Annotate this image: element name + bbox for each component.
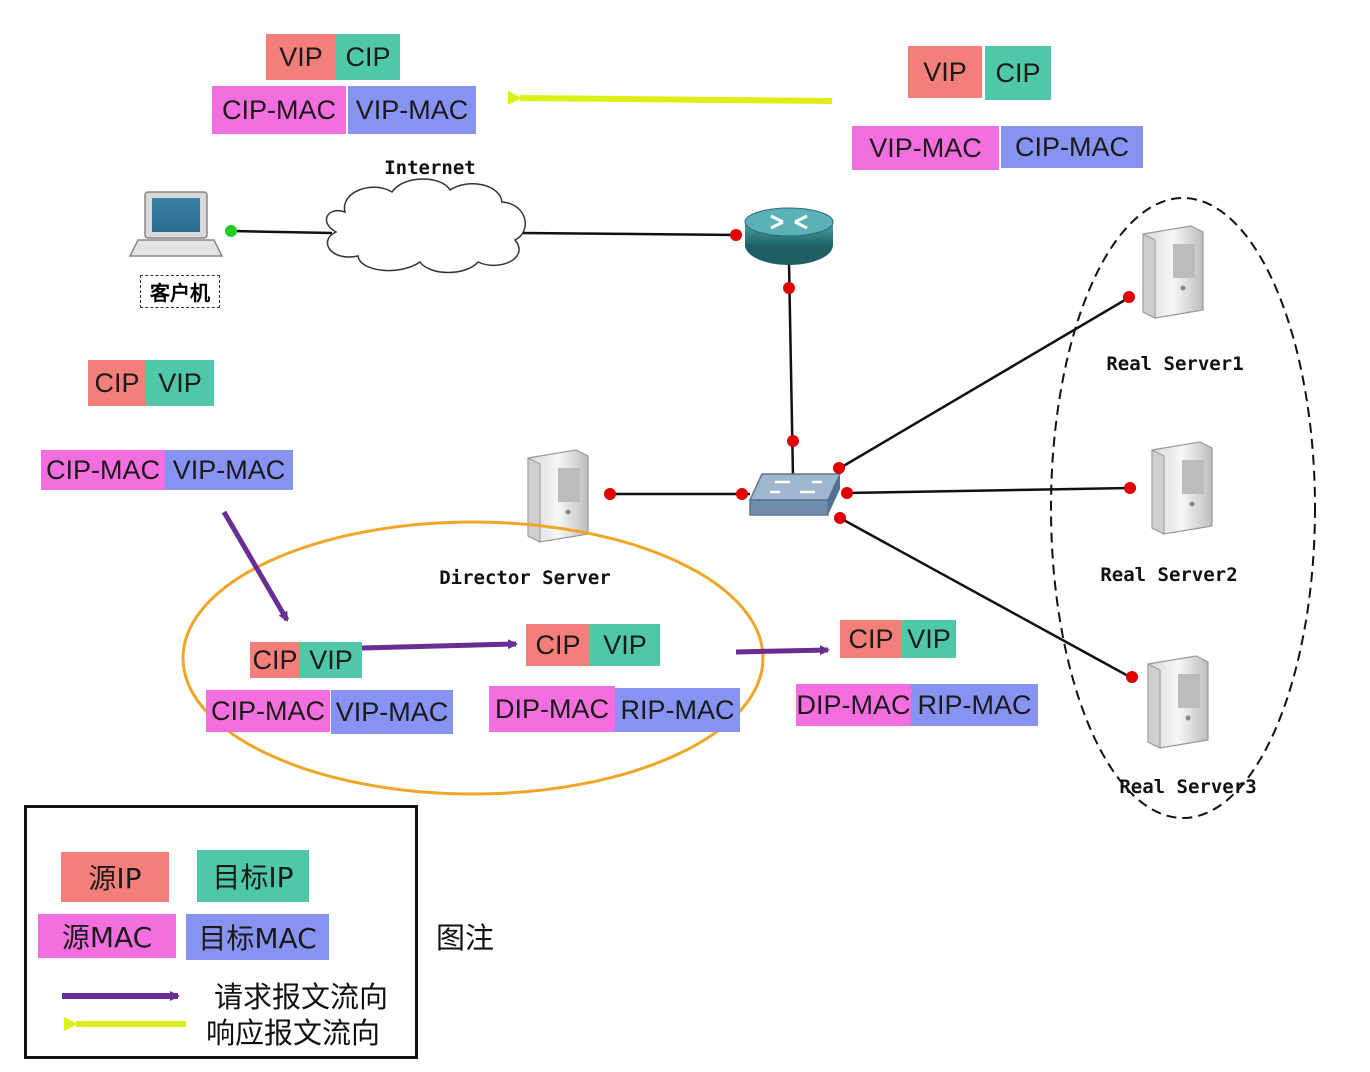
real-server1-icon bbox=[1142, 225, 1204, 319]
packet-src-ip: CIP bbox=[88, 360, 146, 406]
internet-cloud bbox=[325, 178, 526, 274]
router-icon bbox=[744, 207, 834, 265]
packet-src-mac: DIP-MAC bbox=[489, 686, 615, 732]
packet-dst-ip: VIP bbox=[300, 642, 362, 678]
switch-port-dot bbox=[787, 435, 799, 447]
packet-dst-mac: CIP-MAC bbox=[1001, 126, 1143, 168]
packet-src-ip: VIP bbox=[266, 34, 336, 80]
link-internet-router bbox=[521, 231, 739, 237]
legend-request-label: 请求报文流向 bbox=[214, 980, 389, 1014]
client-label: 客户机 bbox=[140, 275, 220, 308]
packet-dst-mac: RIP-MAC bbox=[911, 684, 1038, 726]
packet-dst-ip: CIP bbox=[985, 46, 1051, 100]
packet-dst-mac: VIP-MAC bbox=[165, 450, 293, 490]
request-flow-arrow bbox=[735, 645, 830, 656]
response-flow-arrow bbox=[507, 90, 833, 105]
link-switch-real1 bbox=[839, 295, 1131, 470]
director-port-dot bbox=[604, 488, 616, 500]
packet-dst-mac: VIP-MAC bbox=[348, 86, 476, 134]
link-client-internet bbox=[231, 229, 333, 235]
director-label: Director Server bbox=[439, 567, 611, 589]
switch-port-dot bbox=[833, 462, 845, 474]
legend-box bbox=[24, 805, 418, 1059]
real-server2-icon bbox=[1151, 441, 1213, 535]
real-server3-icon bbox=[1147, 655, 1209, 749]
packet-src-ip: CIP bbox=[840, 620, 902, 658]
client-port-dot bbox=[225, 225, 237, 237]
link-switch-real2 bbox=[844, 486, 1131, 495]
real-server2-label: Real Server2 bbox=[1100, 564, 1237, 586]
request-flow-arrow bbox=[361, 639, 518, 651]
client-computer-icon bbox=[128, 191, 224, 257]
switch-port-dot bbox=[834, 512, 846, 524]
director-boundary bbox=[181, 520, 765, 796]
packet-dst-ip: CIP bbox=[336, 34, 400, 80]
real-server3-label: Real Server3 bbox=[1119, 776, 1256, 798]
packet-src-ip: CIP bbox=[526, 624, 590, 666]
packet-src-mac: CIP-MAC bbox=[212, 86, 346, 134]
router-port-dot bbox=[730, 229, 742, 241]
real1-port-dot bbox=[1123, 291, 1135, 303]
switch-port-dot bbox=[736, 488, 748, 500]
packet-dst-ip: VIP bbox=[902, 620, 956, 658]
switch-port-dot bbox=[841, 487, 853, 499]
packet-dst-mac: VIP-MAC bbox=[331, 690, 453, 734]
real3-port-dot bbox=[1126, 671, 1138, 683]
legend-src-mac: 源MAC bbox=[38, 914, 176, 958]
internet-label: Internet bbox=[384, 157, 476, 179]
switch-icon bbox=[748, 473, 842, 516]
packet-src-mac: CIP-MAC bbox=[41, 450, 165, 490]
real-server1-label: Real Server1 bbox=[1106, 353, 1243, 375]
legend-response-label: 响应报文流向 bbox=[206, 1016, 381, 1050]
packet-dst-ip: VIP bbox=[590, 624, 660, 666]
packet-src-mac: CIP-MAC bbox=[206, 690, 330, 732]
real-server-group bbox=[1050, 197, 1316, 819]
legend-title: 图注 bbox=[436, 921, 495, 955]
router-port-dot bbox=[783, 282, 795, 294]
packet-src-mac: VIP-MAC bbox=[852, 126, 999, 170]
packet-dst-mac: RIP-MAC bbox=[615, 688, 740, 732]
packet-dst-ip: VIP bbox=[146, 360, 214, 406]
packet-src-mac: DIP-MAC bbox=[796, 684, 911, 726]
request-flow-arrow bbox=[221, 510, 290, 622]
link-switch-real3 bbox=[839, 516, 1131, 679]
real2-port-dot bbox=[1124, 482, 1136, 494]
legend-dst-mac: 目标MAC bbox=[186, 914, 329, 960]
network-links bbox=[231, 229, 1131, 679]
link-endpoints bbox=[225, 225, 1138, 683]
legend-src-ip: 源IP bbox=[61, 852, 169, 902]
packet-src-ip: VIP bbox=[908, 46, 982, 98]
legend-dst-ip: 目标IP bbox=[197, 850, 309, 902]
packet-src-ip: CIP bbox=[250, 642, 300, 678]
